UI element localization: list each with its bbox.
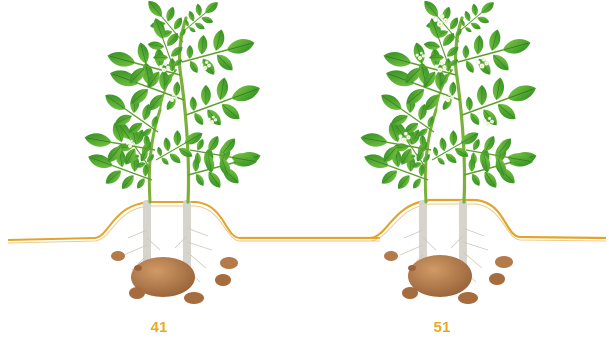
stage-51-foliage (357, 0, 545, 200)
stage-41-tubers (111, 251, 238, 304)
stage-41-plant-group (8, 0, 380, 304)
stage-label-51: 51 (433, 320, 450, 336)
stage-41-soil-line (8, 202, 380, 240)
stage-51-plant-group (240, 0, 606, 304)
stage-51-tubers (384, 251, 513, 304)
stage-41-foliage (81, 0, 269, 200)
stage-label-41: 41 (150, 320, 167, 336)
